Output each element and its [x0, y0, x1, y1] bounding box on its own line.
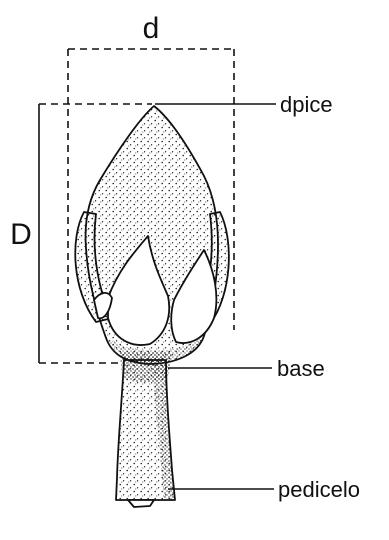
- pedicel-label: pedicelo: [278, 477, 360, 502]
- base-label: base: [277, 356, 325, 381]
- diameter-label: d: [143, 12, 160, 45]
- length-label: D: [10, 218, 32, 251]
- pedicel: [116, 352, 175, 507]
- apex-callout: dpice: [155, 92, 333, 117]
- bud-body: [75, 106, 229, 364]
- base-callout: base: [168, 356, 325, 381]
- apex-label: dpice: [280, 92, 333, 117]
- pedicel-callout: pedicelo: [168, 477, 360, 502]
